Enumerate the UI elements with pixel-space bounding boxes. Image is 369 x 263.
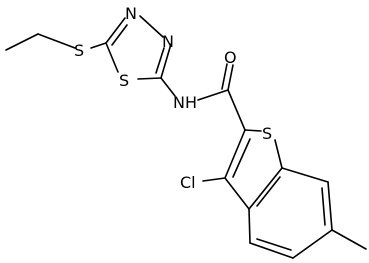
bond-c-o [227, 64, 234, 91]
bond-c2bt-s1bt [244, 129, 262, 132]
bond-c2bt-c3bt [224, 129, 246, 179]
bond-c6-c5 [292, 229, 333, 259]
bond-c3bt-cl [202, 177, 226, 182]
atom-n-ring-1: N [125, 4, 137, 23]
atom-nh: NH [173, 93, 197, 112]
bond-n3-c2-inner [155, 47, 165, 74]
bond-s-c5 [90, 42, 107, 49]
atom-s-benzothiophene: S [262, 124, 272, 143]
atom-o-carbonyl: O [224, 48, 237, 67]
bond-c5-n4-inner [111, 24, 128, 46]
bond-c5-c4 [249, 242, 294, 259]
bond-ethyl-ch3-ch2 [5, 33, 39, 51]
bond-c2bt-c3bt-inner [232, 138, 251, 178]
bond-s1bt-c7a [274, 139, 283, 169]
atom-s-thioether: S [74, 41, 84, 60]
bond-c-carbonyl-c2-bt [227, 89, 246, 131]
atom-n-ring-2: N [162, 32, 174, 51]
bond-c5-c4-inner [256, 238, 292, 251]
bond-c3bt-c3a [224, 177, 250, 210]
bond-c7-c6-inner [321, 187, 326, 226]
atom-cl: Cl [180, 173, 196, 192]
bond-c2-s1 [137, 77, 162, 80]
bond-c6-methyl [331, 229, 367, 250]
bond-c7a-c7 [281, 167, 329, 183]
bond-nh-c-carbonyl [197, 89, 229, 101]
bond-n4-n3 [139, 15, 164, 38]
bond-c7-c6 [327, 181, 333, 231]
bond-c2-nh [160, 77, 176, 97]
bond-n3-c2 [160, 43, 172, 79]
atom-s-thiadiazole: S [119, 71, 129, 90]
bond-c3a-c7a [248, 167, 283, 210]
bond-ethyl-ch2-s [37, 33, 76, 49]
bond-s1-c5 [105, 42, 119, 73]
bond-c5-n4 [105, 17, 126, 44]
bond-c-o-second [221, 63, 228, 90]
bond-c3a-c7a-inner [256, 176, 281, 207]
bond-c4-c3a [248, 208, 251, 244]
